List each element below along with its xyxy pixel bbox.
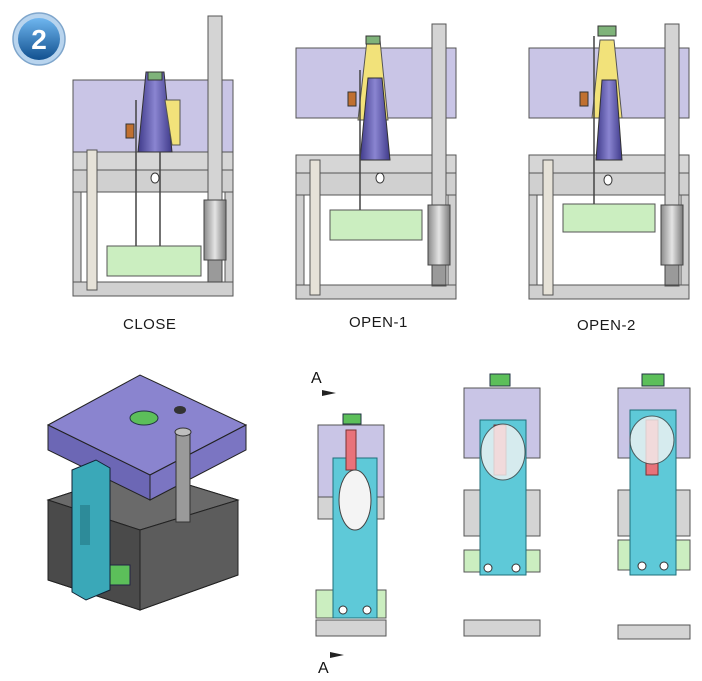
isometric-mold-view — [46, 374, 248, 611]
section-arrow-bottom — [330, 652, 344, 658]
front-view-close — [315, 413, 387, 637]
panel-label-open2: OPEN-2 — [577, 317, 636, 334]
step-badge: 2 — [12, 12, 66, 66]
front-view-open1 — [463, 373, 541, 637]
step-number: 2 — [31, 24, 47, 55]
open1-mold-section — [295, 23, 457, 300]
section-arrow-top — [322, 390, 336, 396]
panel-label-close: CLOSE — [123, 316, 177, 333]
front-view-open2 — [617, 373, 691, 640]
section-marker-top: A — [311, 370, 322, 387]
panel-label-open1: OPEN-1 — [349, 314, 408, 331]
open2-mold-section — [528, 23, 690, 300]
close-mold-section — [72, 15, 234, 297]
section-marker-bottom: A — [318, 660, 329, 677]
